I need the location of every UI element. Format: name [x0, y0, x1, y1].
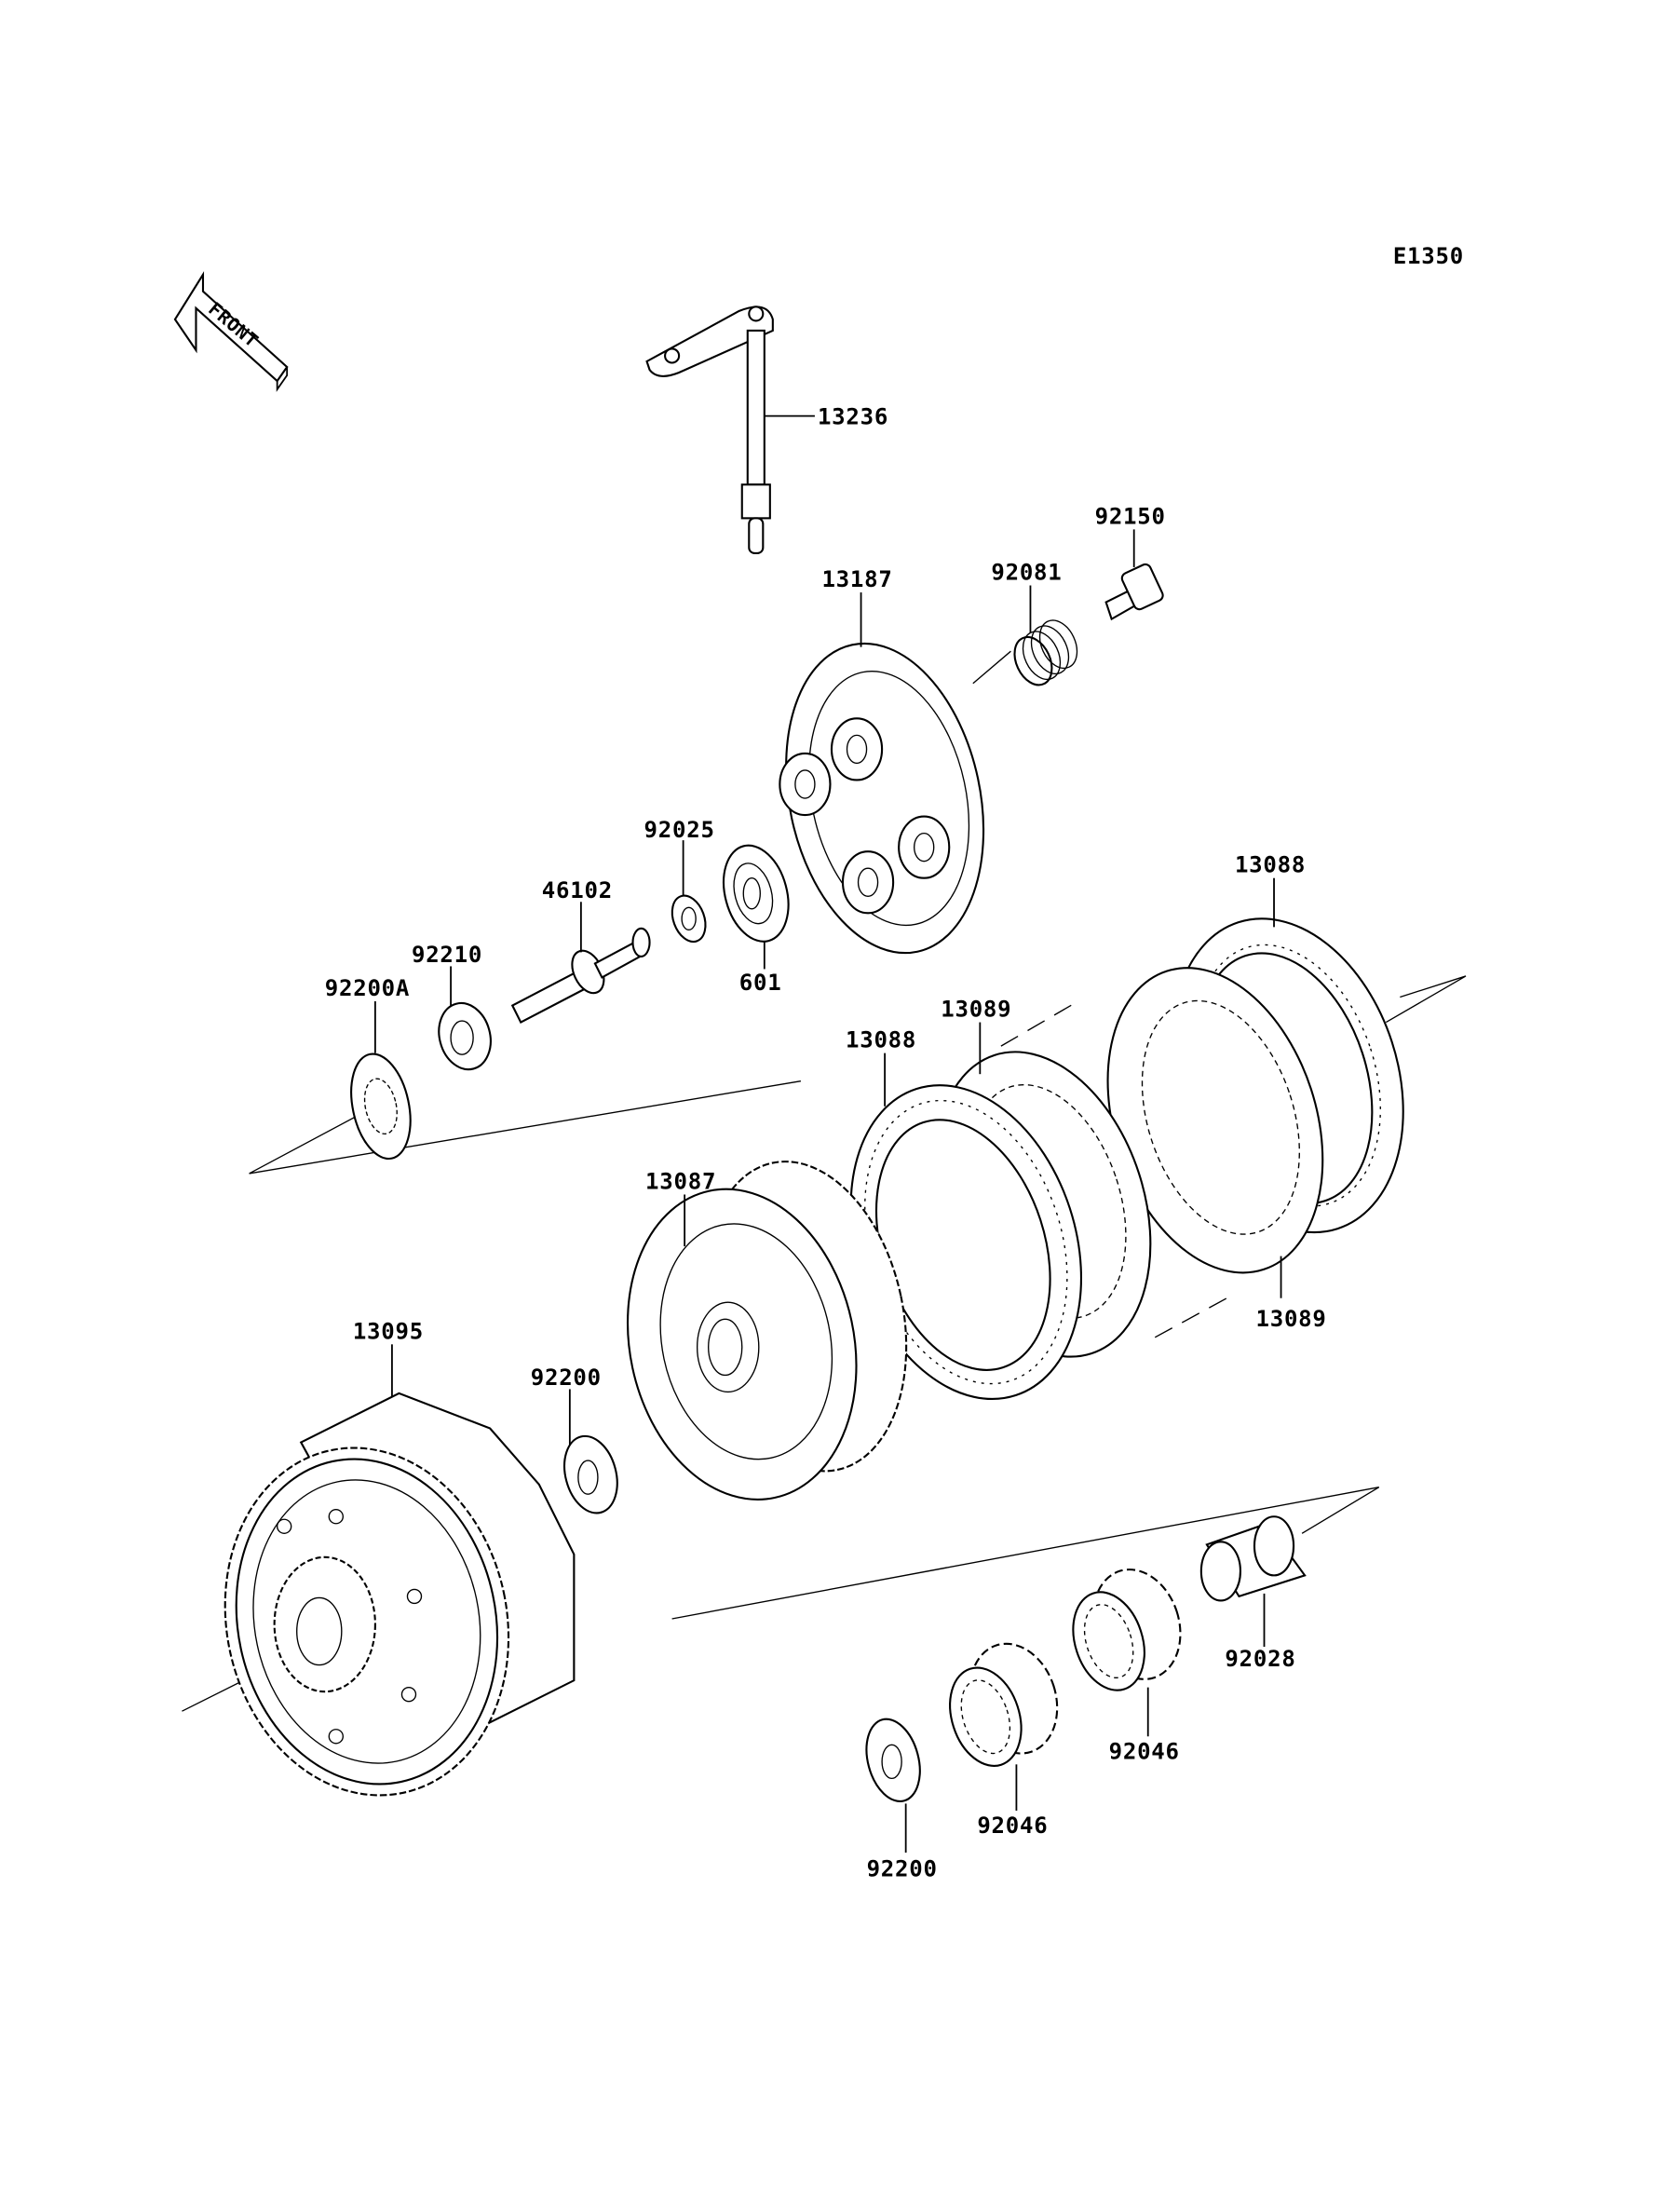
part-label: 13087: [645, 1168, 716, 1194]
part-label: 92081: [991, 560, 1062, 586]
part-label: 92210: [412, 942, 482, 968]
part-label: 92200: [867, 1856, 938, 1882]
part-92046-needle-bearing[interactable]: [938, 1633, 1071, 1775]
front-arrow-icon: FRONT: [173, 271, 289, 392]
part-label: 92046: [1109, 1738, 1180, 1764]
part-92046-needle-bearing[interactable]: [1062, 1558, 1195, 1700]
part-92200-washer[interactable]: [858, 1713, 928, 1807]
part-92200a-lock-washer[interactable]: [343, 1049, 420, 1164]
front-label: FRONT: [204, 298, 263, 352]
part-13187-pressure-plate[interactable]: [759, 625, 1010, 971]
part-92081-spring[interactable]: [1008, 615, 1085, 691]
part-92210-nut[interactable]: [432, 998, 498, 1076]
part-label: 601: [739, 970, 782, 996]
diagram-code: E1350: [1393, 243, 1464, 269]
part-label: 92028: [1225, 1646, 1295, 1672]
part-label: 92200: [531, 1365, 602, 1391]
part-label: 13187: [821, 566, 892, 592]
part-label: 13088: [1235, 852, 1306, 878]
part-label: 13089: [941, 997, 1011, 1023]
part-label: 13088: [846, 1027, 916, 1053]
part-13089-steel-plate[interactable]: [1071, 940, 1360, 1300]
part-92025-washer[interactable]: [666, 891, 711, 946]
part-92200-washer[interactable]: [556, 1430, 625, 1518]
part-label: 13236: [818, 404, 888, 430]
part-92150-bolt[interactable]: [1104, 563, 1165, 621]
part-label: 13095: [353, 1318, 424, 1344]
part-13087-clutch-hub[interactable]: [600, 1143, 933, 1521]
part-label: 13089: [1255, 1306, 1326, 1332]
part-92028-bushing[interactable]: [1199, 1515, 1307, 1602]
part-label: 92046: [977, 1813, 1048, 1839]
assembly-axis-lines: [182, 650, 1467, 1712]
part-label: 92025: [644, 817, 715, 843]
part-13088-friction-plate[interactable]: [812, 1055, 1119, 1429]
part-label: 46102: [542, 877, 613, 903]
part-46102-push-rod[interactable]: [510, 927, 651, 1024]
part-13095-clutch-housing[interactable]: [194, 1392, 576, 1822]
part-13236-release-shaft[interactable]: [645, 306, 774, 555]
part-601-bearing[interactable]: [713, 838, 798, 949]
part-label: 92150: [1095, 503, 1166, 529]
part-label: 92200A: [325, 975, 410, 1001]
